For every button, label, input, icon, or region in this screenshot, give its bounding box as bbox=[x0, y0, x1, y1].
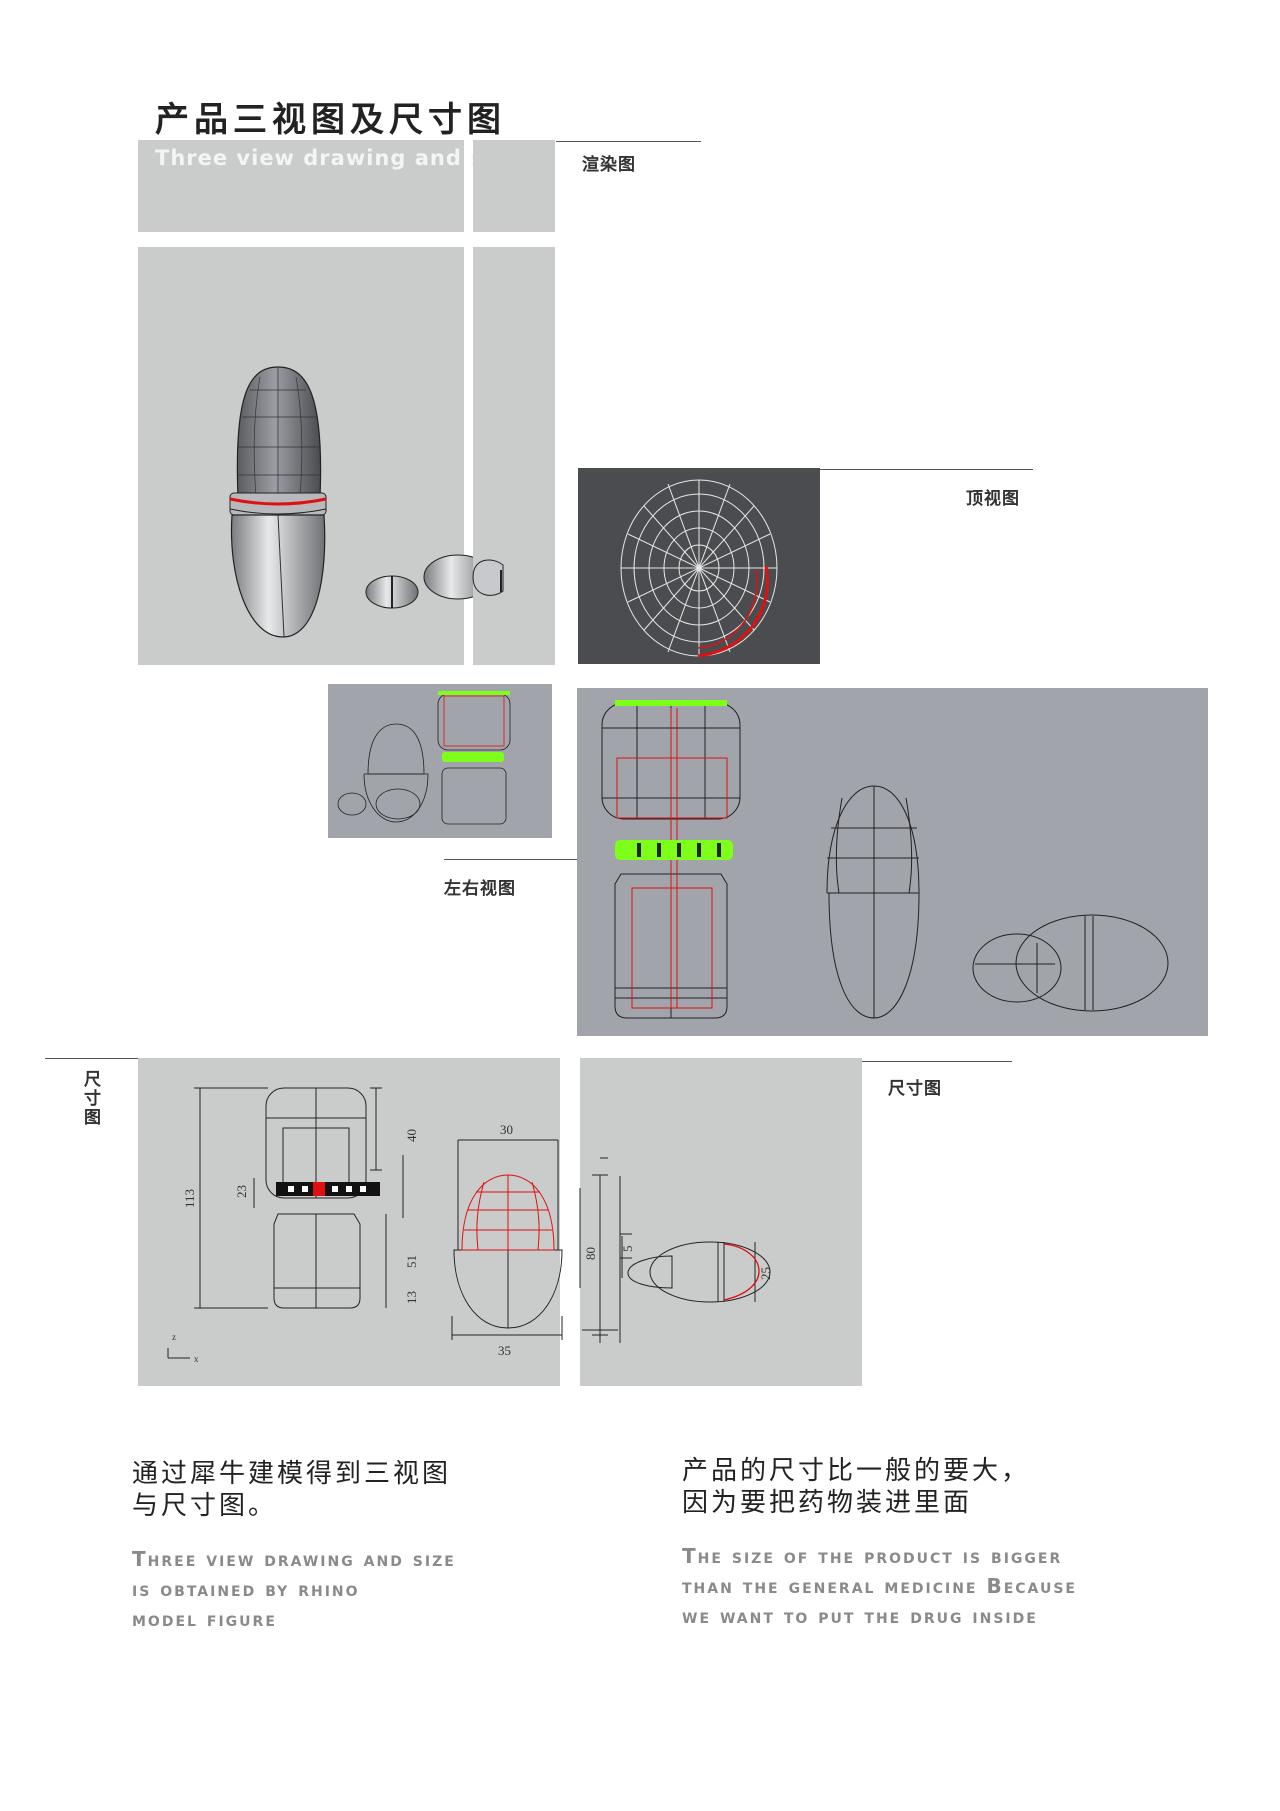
side-view-thumbnail-drawing bbox=[337, 691, 511, 825]
render-panel bbox=[138, 247, 493, 665]
dim-80: 80 bbox=[583, 1247, 598, 1260]
footer-left-en-line1: Three view drawing and size bbox=[132, 1547, 456, 1571]
render-egg-illustration bbox=[229, 366, 493, 638]
dim-40: 40 bbox=[404, 1129, 419, 1142]
header-panel-narrow bbox=[473, 140, 555, 232]
footer-right: 产品的尺寸比一般的要大， 因为要把药物装进里面 The size of the … bbox=[682, 1455, 1077, 1631]
label-side-view: 左右视图 bbox=[444, 879, 516, 899]
footer-right-en-line3: we want to put the drug inside bbox=[682, 1604, 1038, 1628]
dimension-drawing-left: 113 40 23 51 13 z x bbox=[167, 1087, 419, 1364]
footer-right-cn-line2: 因为要把药物装进里面 bbox=[682, 1488, 973, 1518]
divider-render bbox=[556, 141, 701, 142]
footer-right-en-line1: The size of the product is bigger bbox=[682, 1544, 1063, 1568]
side-view-panel bbox=[577, 688, 1208, 1036]
label-dimension-right: 尺寸图 bbox=[888, 1079, 942, 1099]
dimension-panel-right: 5 25 bbox=[579, 1058, 862, 1386]
axis-z: z bbox=[172, 1332, 176, 1342]
footer-left-en-line3: model figure bbox=[132, 1607, 277, 1631]
header-panel bbox=[138, 140, 464, 232]
footer-right-cn-line1: 产品的尺寸比一般的要大， bbox=[682, 1456, 1031, 1486]
side-view-thumbnail bbox=[328, 684, 552, 838]
egg-pill-icon bbox=[472, 559, 504, 596]
label-top-view: 顶视图 bbox=[966, 489, 1020, 509]
footer-left: 通过犀牛建模得到三视图 与尺寸图。 Three view drawing and… bbox=[132, 1458, 456, 1634]
divider-side-view bbox=[444, 859, 578, 860]
dim-5: 5 bbox=[620, 1246, 635, 1253]
dim-51: 51 bbox=[404, 1255, 419, 1268]
side-view-drawing bbox=[601, 700, 1169, 1019]
top-view-wireframe bbox=[620, 479, 778, 658]
dim-113: 113 bbox=[182, 1189, 197, 1208]
label-render: 渲染图 bbox=[582, 155, 636, 175]
label-dimension-left: 尺寸图 bbox=[80, 1070, 100, 1127]
dimension-panel-left: 113 40 23 51 13 z x bbox=[138, 1058, 560, 1386]
render-panel-narrow bbox=[472, 247, 555, 665]
dim-30: 30 bbox=[500, 1122, 513, 1137]
dim-13: 13 bbox=[404, 1291, 419, 1304]
egg-dimension-drawing: 30 35 80 bbox=[451, 1122, 608, 1358]
divider-top-view bbox=[820, 469, 1033, 470]
dim-25: 25 bbox=[758, 1267, 773, 1280]
page-subtitle: Three view drawing and size bbox=[155, 146, 521, 170]
page-title: 产品三视图及尺寸图 bbox=[155, 100, 506, 140]
footer-right-en-line2: than the general medicine Because bbox=[682, 1574, 1077, 1598]
footer-left-cn-line1: 通过犀牛建模得到三视图 bbox=[132, 1459, 452, 1489]
footer-left-cn-line2: 与尺寸图。 bbox=[132, 1491, 278, 1521]
footer-left-en-line2: is obtained by rhino bbox=[132, 1577, 360, 1601]
dim-23: 23 bbox=[234, 1185, 249, 1198]
axis-x: x bbox=[194, 1354, 199, 1364]
divider-dimension-left bbox=[45, 1058, 140, 1059]
dim-35: 35 bbox=[498, 1343, 511, 1358]
top-view-panel bbox=[578, 468, 820, 664]
dimension-drawing-right: 5 25 bbox=[579, 1157, 773, 1343]
divider-dimension-right bbox=[862, 1061, 1012, 1062]
